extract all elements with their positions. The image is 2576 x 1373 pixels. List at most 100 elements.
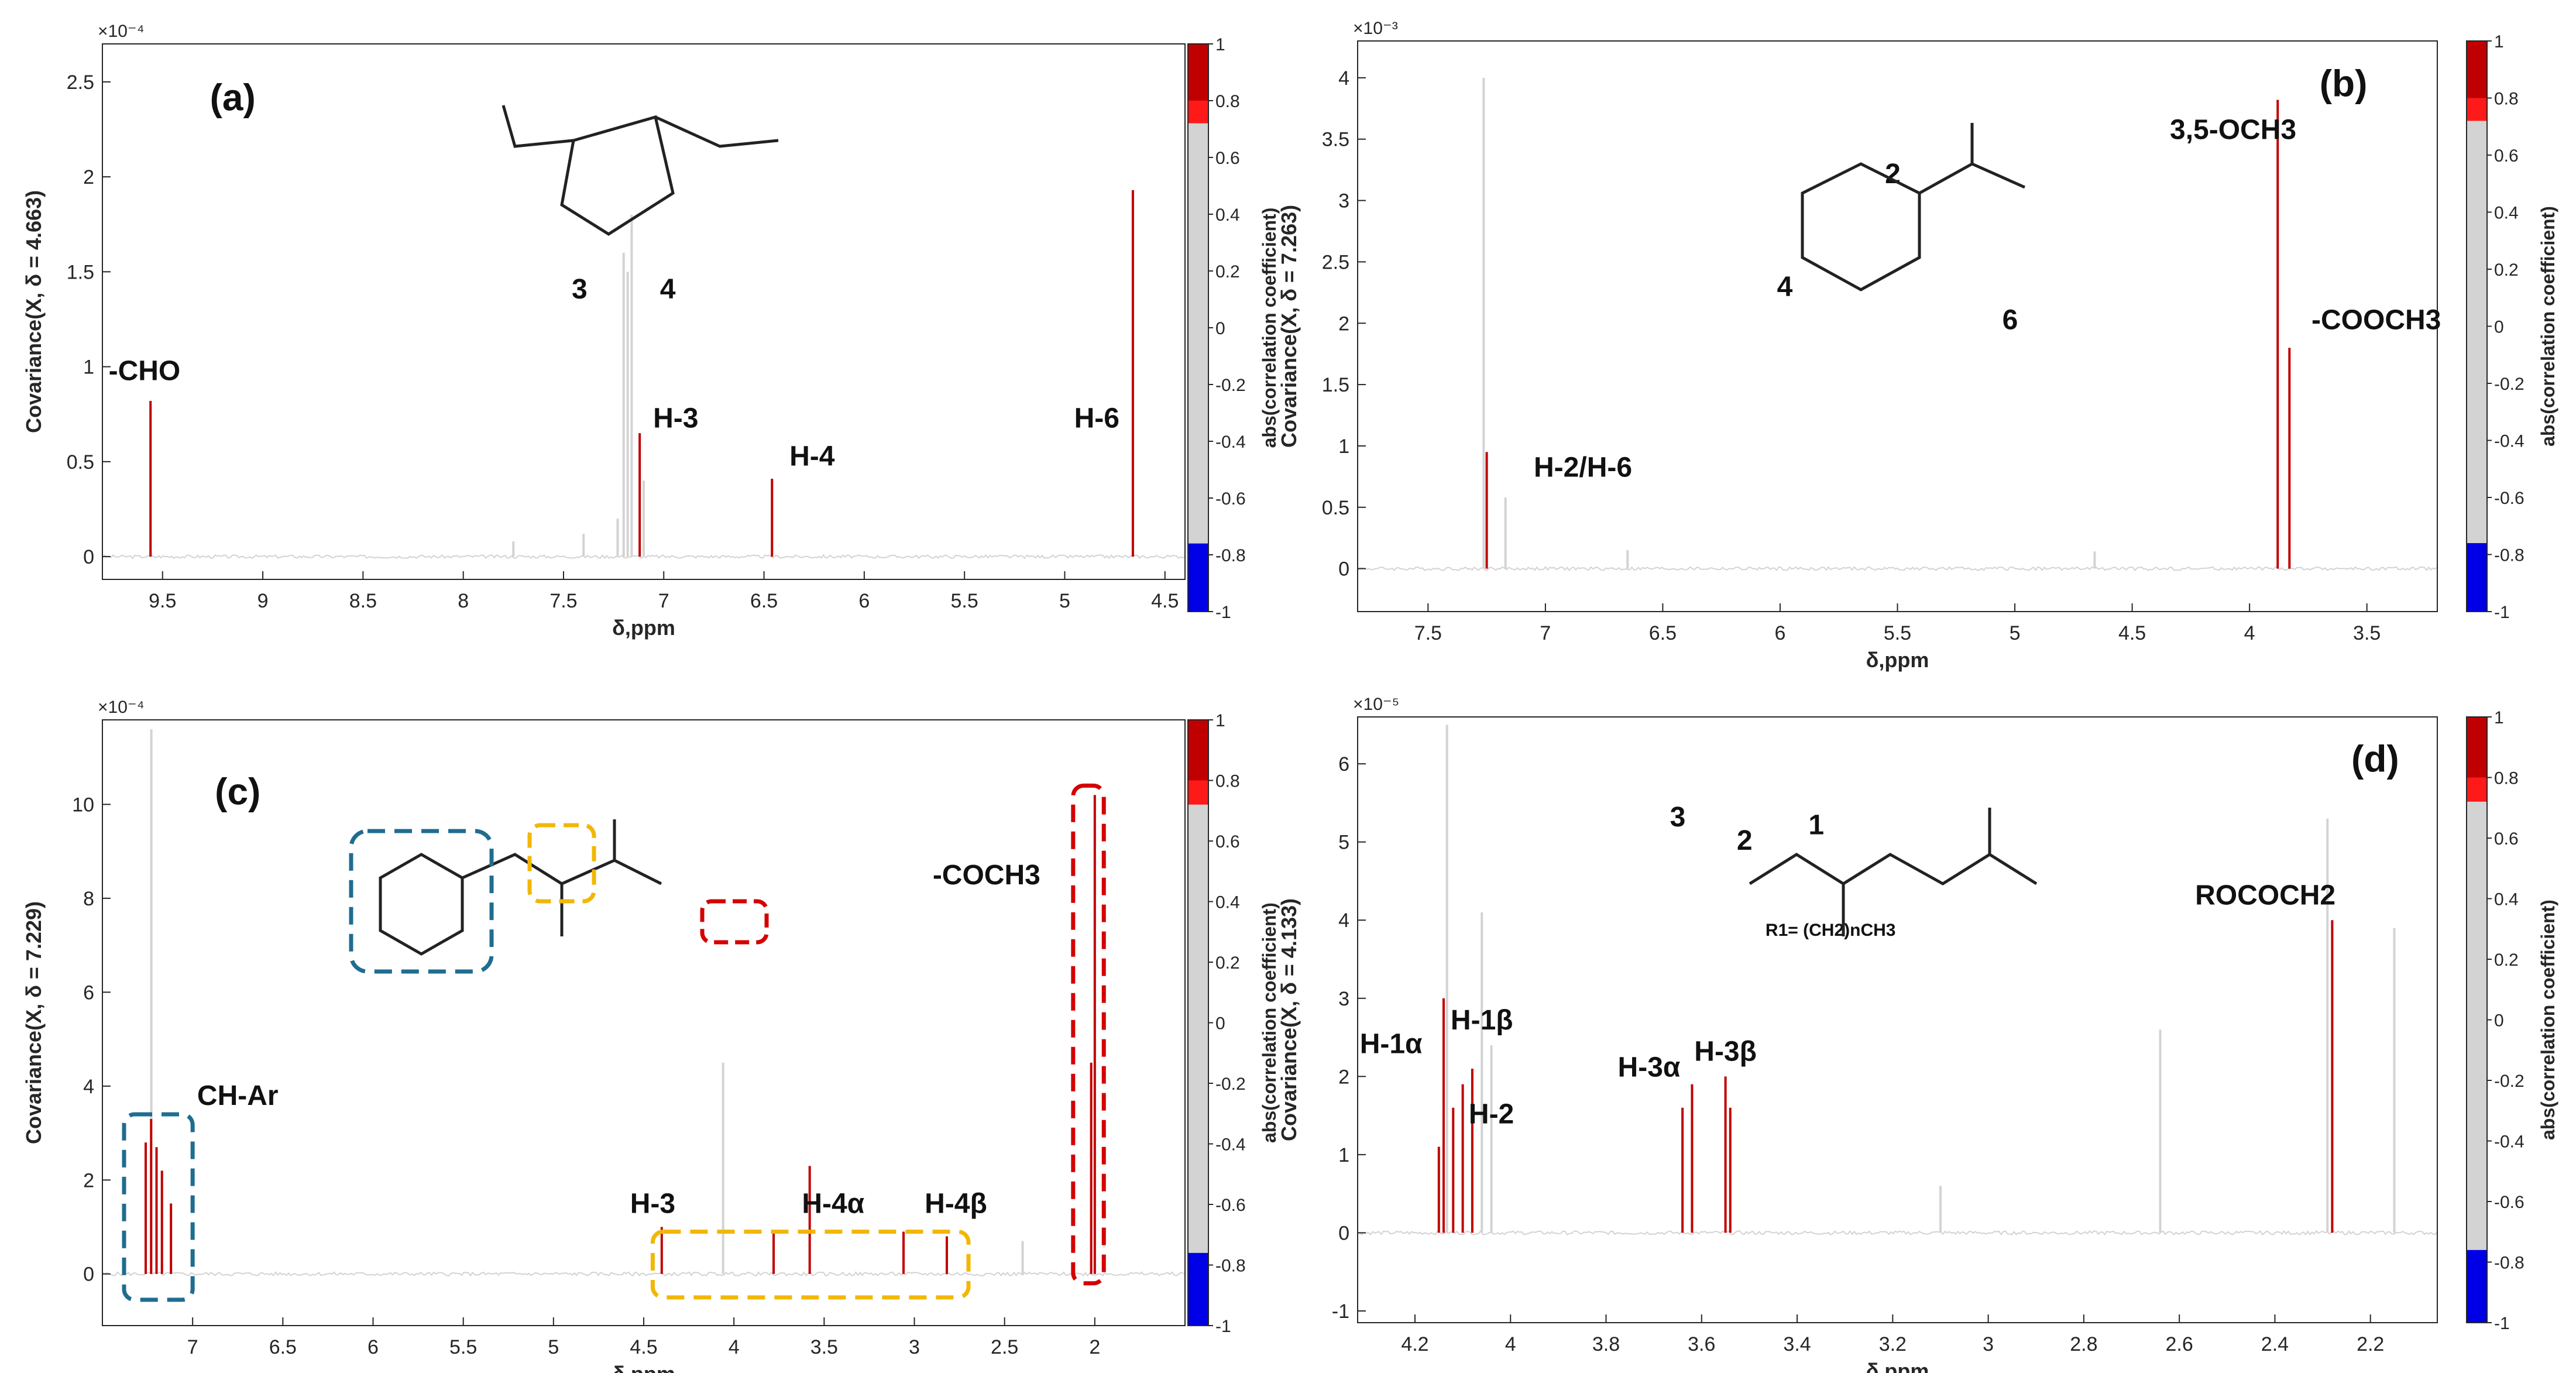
x-tick-label: 2.2 [2357, 1333, 2384, 1355]
y-tick-label: 2.5 [1322, 251, 1349, 273]
x-tick-label: 5.5 [951, 590, 978, 612]
structure-benzene-ring [379, 853, 464, 956]
colorbar-tick-label: -0.2 [2494, 375, 2525, 394]
x-tick-label: 8.5 [349, 590, 377, 612]
colorbar-tick-label: 0 [2494, 1011, 2504, 1031]
colorbar-segment-neutral [2467, 121, 2487, 543]
x-tick-label: 2.5 [991, 1336, 1018, 1358]
x-axis-label: δ,ppm [612, 1362, 675, 1373]
axis-exponent: ×10⁻³ [1353, 19, 1398, 38]
colorbar-tick-label: 0.4 [1215, 205, 1240, 225]
x-tick-label: 2.6 [2166, 1333, 2193, 1355]
colorbar-segment-neutral [2467, 801, 2487, 1250]
x-tick-label: 7 [658, 590, 669, 612]
axis-exponent: ×10⁻⁴ [98, 698, 145, 717]
highlight-box-coch3 [1071, 783, 1106, 1286]
y-tick-label: 1 [83, 356, 94, 379]
plot-frame [1357, 716, 2438, 1323]
colorbar-segment-positive [1188, 101, 1208, 123]
colorbar-tick-label: 0.4 [2494, 204, 2519, 223]
x-tick-label: 4.2 [1401, 1333, 1428, 1355]
y-axis-label: Covariance(X, δ = 7.263) [1277, 205, 1301, 448]
baseline-trace [1357, 566, 2438, 572]
annotation-2: CH-Ar [197, 1080, 279, 1111]
annotation-6: H-3β [1694, 1036, 1757, 1067]
colorbar-segment-negative [2467, 1250, 2487, 1323]
x-tick-label: 4.5 [1151, 590, 1179, 612]
y-tick-label: 2 [83, 166, 94, 188]
colorbar-tick-label: 0.8 [1215, 92, 1240, 111]
colorbar-tick-label: -0.6 [1215, 489, 1246, 509]
colorbar-tick-label: 0.4 [2494, 890, 2519, 909]
x-tick-label: 2.8 [2070, 1333, 2097, 1355]
colorbar-tick-label: -0.4 [2494, 1132, 2525, 1152]
x-tick-label: 3.6 [1688, 1333, 1715, 1355]
annotation-1: -CHO [109, 355, 181, 386]
annotation-5: 4 [1777, 272, 1793, 303]
annotation-2: -COOCH3 [2311, 305, 2441, 336]
annotation-7: 3 [1670, 802, 1686, 833]
annotation-3: H-2/H-6 [1534, 452, 1632, 483]
colorbar-tick-label: -1 [2494, 1314, 2510, 1333]
colorbar-tick-label: -0.8 [1215, 546, 1246, 565]
annotation-4: H-2 [1469, 1099, 1514, 1130]
y-tick-label: 0 [1338, 1222, 1349, 1244]
x-tick-label: 4 [2244, 622, 2255, 644]
structure-hmf-hydroxymethyl [654, 115, 779, 148]
colorbar-tick-label: -0.2 [1215, 1075, 1246, 1094]
plot-frame [102, 43, 1186, 580]
colorbar-tick-label: -0.4 [1215, 1135, 1246, 1155]
annotation-10: R1= (CH2)nCH3 [1766, 921, 1896, 940]
x-axis-label: δ,ppm [1866, 1359, 1929, 1373]
annotation-2: H-1α [1360, 1028, 1423, 1059]
colorbar-tick-label: 1 [2494, 32, 2504, 52]
colorbar-tick-label: 0.2 [1215, 262, 1240, 282]
x-tick-label: 5 [1059, 590, 1070, 612]
annotation-8: 2 [1737, 825, 1753, 856]
structure-glycerol-chain [1749, 808, 2038, 936]
x-tick-label: 4 [729, 1336, 740, 1358]
colorbar-tick-label: 1 [1215, 35, 1225, 54]
x-tick-label: 8 [458, 590, 469, 612]
colorbar-segment-negative [2467, 543, 2487, 612]
annotation-0: (a) [210, 77, 256, 119]
colorbar-tick-label: -0.8 [2494, 546, 2525, 565]
colorbar-segment-neutral [1188, 804, 1208, 1253]
annotation-1: ROCOCH2 [2195, 880, 2335, 911]
highlight-box-h3-h4 [650, 1230, 971, 1300]
colorbar-tick-label: -0.6 [2494, 1193, 2525, 1212]
colorbar-tick-label: 0 [2494, 318, 2504, 337]
annotation-4: H-4α [802, 1188, 864, 1219]
colorbar-label: abs(correlation coefficient) [1259, 208, 1280, 448]
annotation-3: H-3 [630, 1188, 675, 1219]
y-tick-label: 10 [72, 794, 94, 816]
y-axis-label: Covariance(X, δ = 4.133) [1277, 898, 1301, 1141]
panel-2: 76.565.554.543.532.520246810×10⁻⁴δ,ppmCo… [22, 698, 1280, 1373]
colorbar-segment-negative [1188, 543, 1208, 612]
colorbar-tick-label: 0.6 [1215, 832, 1240, 852]
annotation-1: 3,5-OCH3 [2170, 115, 2296, 146]
colorbar-tick-label: -0.4 [1215, 433, 1246, 452]
colorbar-segment-neutral [1188, 123, 1208, 544]
y-tick-label: 5 [1338, 832, 1349, 854]
annotation-9: 1 [1808, 809, 1824, 840]
x-tick-label: 2 [1089, 1336, 1100, 1358]
colorbar-segment-strong [1188, 720, 1208, 781]
colorbar-tick-label: -0.8 [2494, 1254, 2525, 1273]
structure-box-aromatic [349, 829, 494, 974]
y-tick-label: 1.5 [67, 261, 94, 283]
x-tick-label: 6 [1774, 622, 1785, 644]
y-tick-label: 3.5 [1322, 129, 1349, 151]
x-tick-label: 5.5 [449, 1336, 477, 1358]
y-axis-label: Covariance(X, δ = 7.229) [22, 901, 46, 1144]
y-tick-label: 2 [1338, 1066, 1349, 1088]
x-tick-label: 7.5 [1414, 622, 1442, 644]
annotation-6: 6 [2003, 305, 2018, 336]
colorbar-tick-label: 1 [2494, 708, 2504, 727]
x-tick-label: 2.4 [2261, 1333, 2289, 1355]
annotation-4: H-6 [1074, 403, 1119, 434]
